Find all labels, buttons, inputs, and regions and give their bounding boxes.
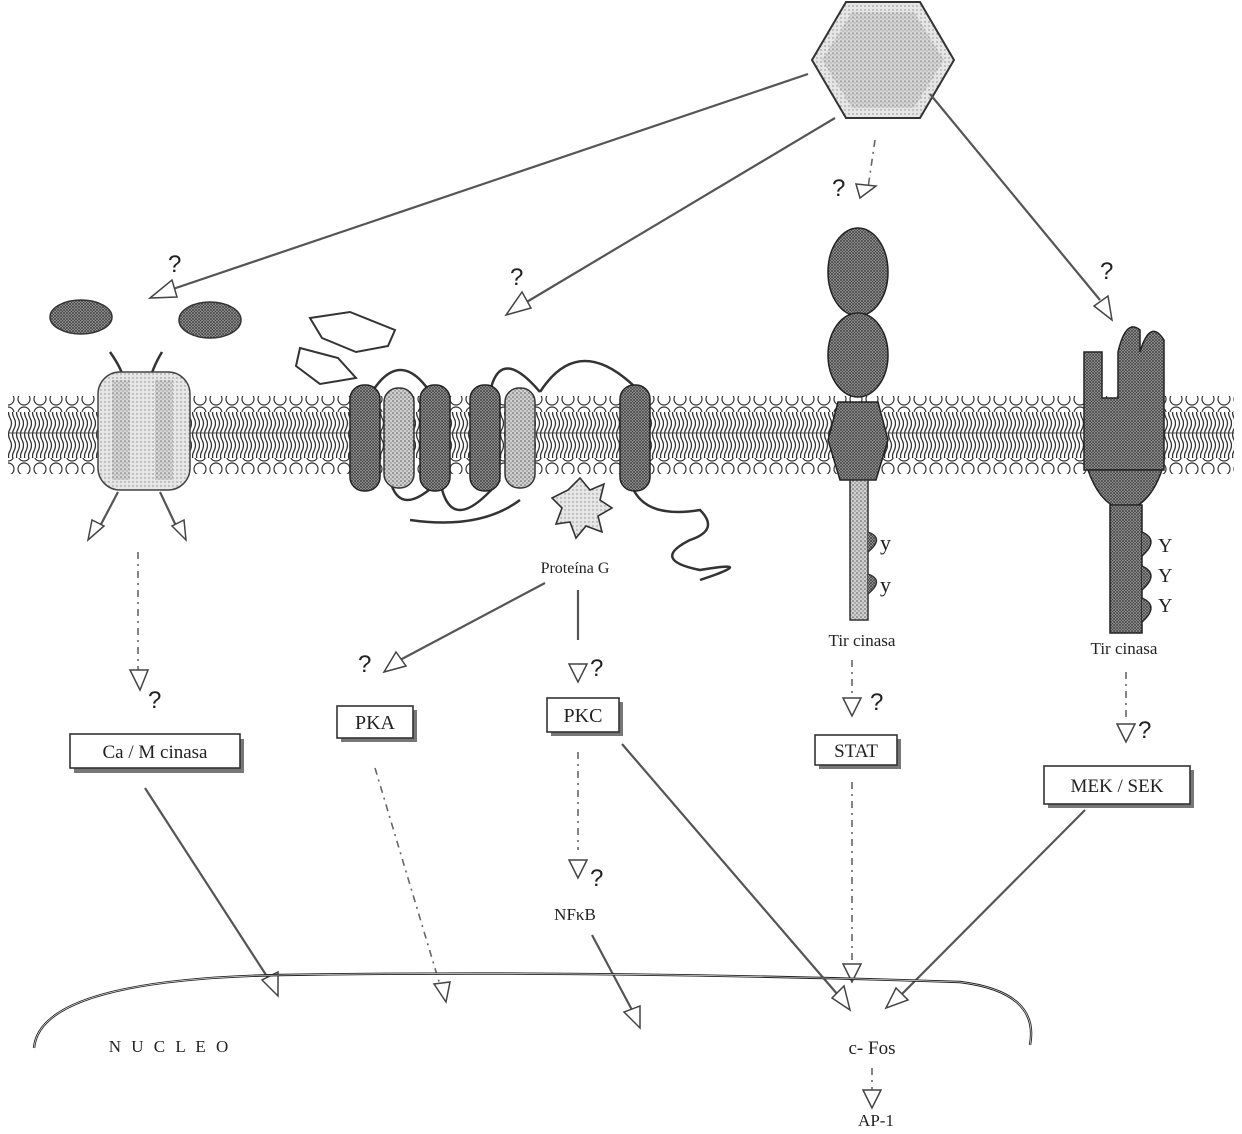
q-mark-stat: ? <box>870 689 883 716</box>
kinase-pkc-label: PKC <box>564 705 603 727</box>
tyr-left-y1: y <box>880 530 891 555</box>
tyr-right-y1: Y <box>1158 535 1172 557</box>
kinase-to-nucleus-arrows <box>145 744 1085 1108</box>
kinase-mek-box: MEK / SEK <box>1044 766 1194 808</box>
q-mark-channel: ? <box>168 251 181 278</box>
q-mark-nfkb: ? <box>590 865 603 892</box>
tyr-kinase-right-label: Tir cinasa <box>1091 639 1158 658</box>
q-mark-pka: ? <box>358 651 371 678</box>
ligand-arrows <box>150 74 1112 320</box>
tyr-right-y2: Y <box>1158 565 1172 587</box>
kinase-mek-label: MEK / SEK <box>1071 776 1164 797</box>
nucleus-label: N U C L E O <box>109 1037 232 1056</box>
kinase-camk-box: Ca / M cinasa <box>70 734 244 773</box>
kinase-pkc-box: PKC <box>547 698 623 736</box>
nfkb-label: NFκB <box>554 905 596 924</box>
tyr-right-y3: Y <box>1158 595 1172 617</box>
kinase-pka-label: PKA <box>355 712 396 734</box>
tyr-kinase-right: Y Y Y <box>1084 327 1172 633</box>
q-mark-camk: ? <box>148 687 161 714</box>
q-mark-mek: ? <box>1138 717 1151 744</box>
kinase-camk-label: Ca / M cinasa <box>102 742 208 763</box>
nucleus: N U C L E O c- Fos AP-1 <box>34 974 1031 1130</box>
g-protein-label: Proteína G <box>541 560 610 577</box>
kinase-pka-box: PKA <box>337 706 417 742</box>
cfos-label: c- Fos <box>849 1038 896 1059</box>
kinase-stat-box: STAT <box>815 735 901 769</box>
ap1-label: AP-1 <box>858 1111 894 1130</box>
q-mark-tyr1: ? <box>832 175 845 202</box>
tyr-left-y2: y <box>880 572 891 597</box>
kinase-stat-label: STAT <box>834 741 878 762</box>
ligand-hexagon <box>812 2 954 118</box>
tyr-kinase-left-label: Tir cinasa <box>829 631 896 650</box>
tyr-kinase-left: y y <box>828 228 891 620</box>
q-mark-gpcr: ? <box>510 264 523 291</box>
membrane-to-kinase-arrows <box>130 552 1135 742</box>
q-mark-pkc: ? <box>590 655 603 682</box>
q-mark-tyr2: ? <box>1100 258 1113 285</box>
